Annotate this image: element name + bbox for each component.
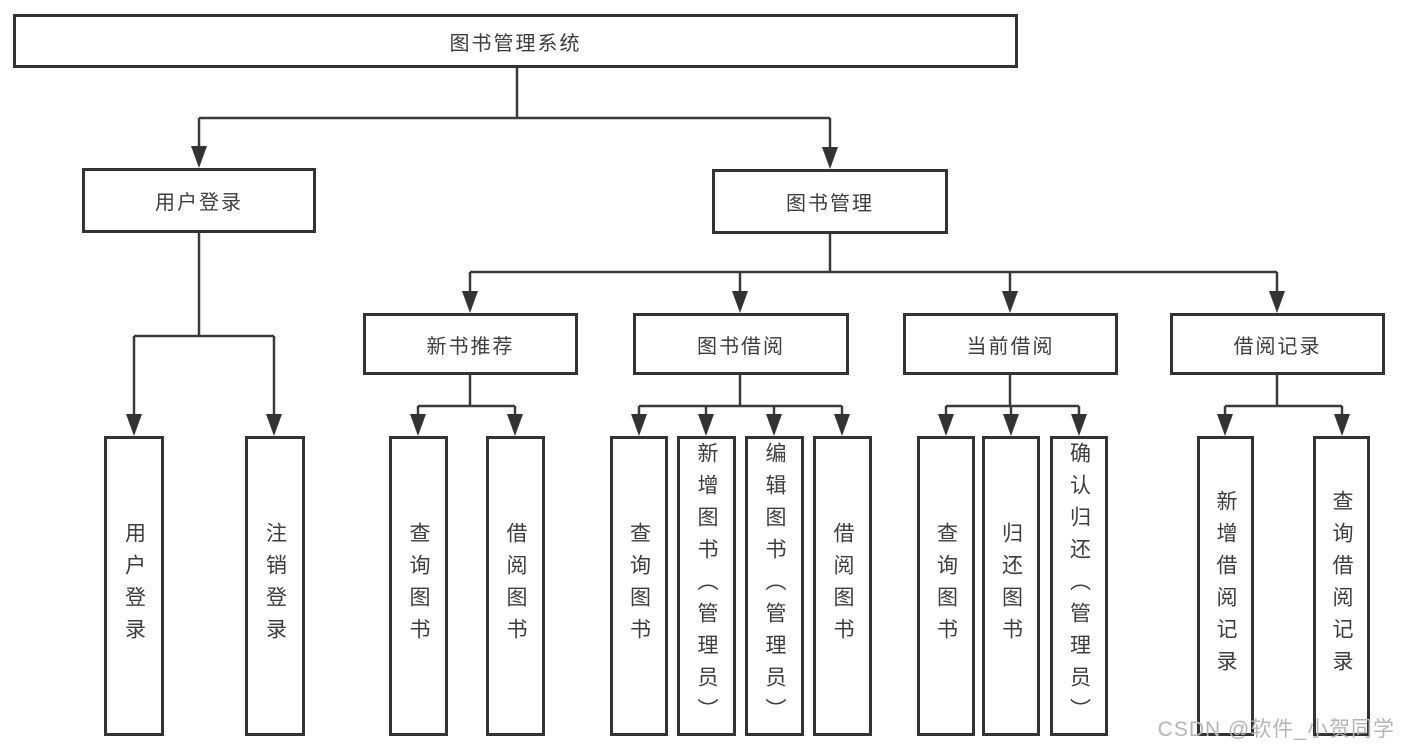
node-label: 借阅记录 [1233, 335, 1322, 358]
node-label: 编辑图书（管理员） [763, 442, 786, 730]
edge-borrow-record-children [1217, 375, 1350, 436]
csdn-watermark: CSDN @软件_小贺同学 [1157, 718, 1395, 741]
node-label: 新增借阅记录 [1214, 490, 1237, 682]
arrowhead-icon [1334, 414, 1350, 436]
leaf-confirm-return-admin: 确认归还（管理员） [1050, 436, 1108, 736]
arrowhead-icon [462, 291, 478, 313]
leaf-return-book: 归还图书 [982, 436, 1040, 736]
node-label: 新增图书（管理员） [695, 442, 718, 730]
arrowhead-icon [822, 147, 838, 169]
leaf-borrow-book: 借阅图书 [813, 436, 872, 736]
edge-book-borrow-children [631, 375, 850, 436]
arrowhead-icon [191, 146, 207, 168]
arrowhead-icon [1071, 414, 1087, 436]
edge-root-to-level2 [191, 68, 838, 169]
leaf-user-login: 用户登录 [104, 436, 164, 736]
node-label: 归还图书 [999, 522, 1023, 650]
leaf-logout: 注销登录 [245, 436, 305, 736]
node-user-login: 用户登录 [82, 168, 316, 233]
leaf-add-book-admin: 新增图书（管理员） [677, 436, 736, 736]
leaf-add-borrow-record: 新增借阅记录 [1197, 436, 1254, 736]
leaf-query-book-current: 查询图书 [917, 436, 975, 736]
node-label: 图书借阅 [697, 335, 785, 358]
arrowhead-icon [1217, 414, 1233, 436]
node-borrow-record: 借阅记录 [1170, 313, 1385, 375]
arrowhead-icon [698, 414, 714, 436]
leaf-edit-book-admin: 编辑图书（管理员） [745, 436, 804, 736]
node-label: 当前借阅 [966, 335, 1055, 358]
edge-user-login-children [126, 233, 282, 436]
leaf-borrow-book-recommend: 借阅图书 [486, 436, 545, 736]
node-label: 借阅图书 [831, 522, 854, 650]
arrowhead-icon [1003, 414, 1019, 436]
arrowhead-icon [507, 414, 523, 436]
arrowhead-icon [631, 414, 647, 436]
node-label: 借阅图书 [504, 522, 527, 650]
node-book-management: 图书管理 [712, 169, 948, 234]
node-current-borrow: 当前借阅 [903, 313, 1118, 375]
node-label: 用户登录 [122, 522, 146, 650]
node-label: 注销登录 [263, 522, 287, 650]
node-label: 确认归还（管理员） [1067, 442, 1091, 730]
node-label: 查询借阅记录 [1330, 490, 1353, 682]
node-label: 查询图书 [407, 522, 430, 650]
arrowhead-icon [766, 414, 782, 436]
leaf-query-borrow-record: 查询借阅记录 [1313, 436, 1370, 736]
arrowhead-icon [938, 414, 954, 436]
arrowhead-icon [834, 414, 850, 436]
arrowhead-icon [410, 414, 426, 436]
leaf-query-book-recommend: 查询图书 [389, 436, 448, 736]
edge-book-mgmt-children [462, 234, 1285, 313]
node-label: 查询图书 [627, 522, 651, 650]
arrowhead-icon [266, 414, 282, 436]
arrowhead-icon [732, 291, 748, 313]
edge-current-borrow-children [938, 375, 1087, 436]
arrowhead-icon [1269, 291, 1285, 313]
node-label: 图书管理系统 [449, 32, 582, 55]
node-root-system: 图书管理系统 [13, 14, 1018, 68]
leaf-query-book-borrow: 查询图书 [610, 436, 668, 736]
node-new-book-recommend: 新书推荐 [363, 313, 578, 375]
node-label: 查询图书 [934, 522, 958, 650]
edge-new-book-children [410, 375, 523, 436]
arrowhead-icon [1002, 291, 1018, 313]
node-label: 图书管理 [786, 193, 874, 215]
node-label: 新书推荐 [426, 335, 515, 358]
arrowhead-icon [126, 414, 142, 436]
node-book-borrow: 图书借阅 [633, 313, 849, 375]
node-label: 用户登录 [155, 192, 243, 214]
